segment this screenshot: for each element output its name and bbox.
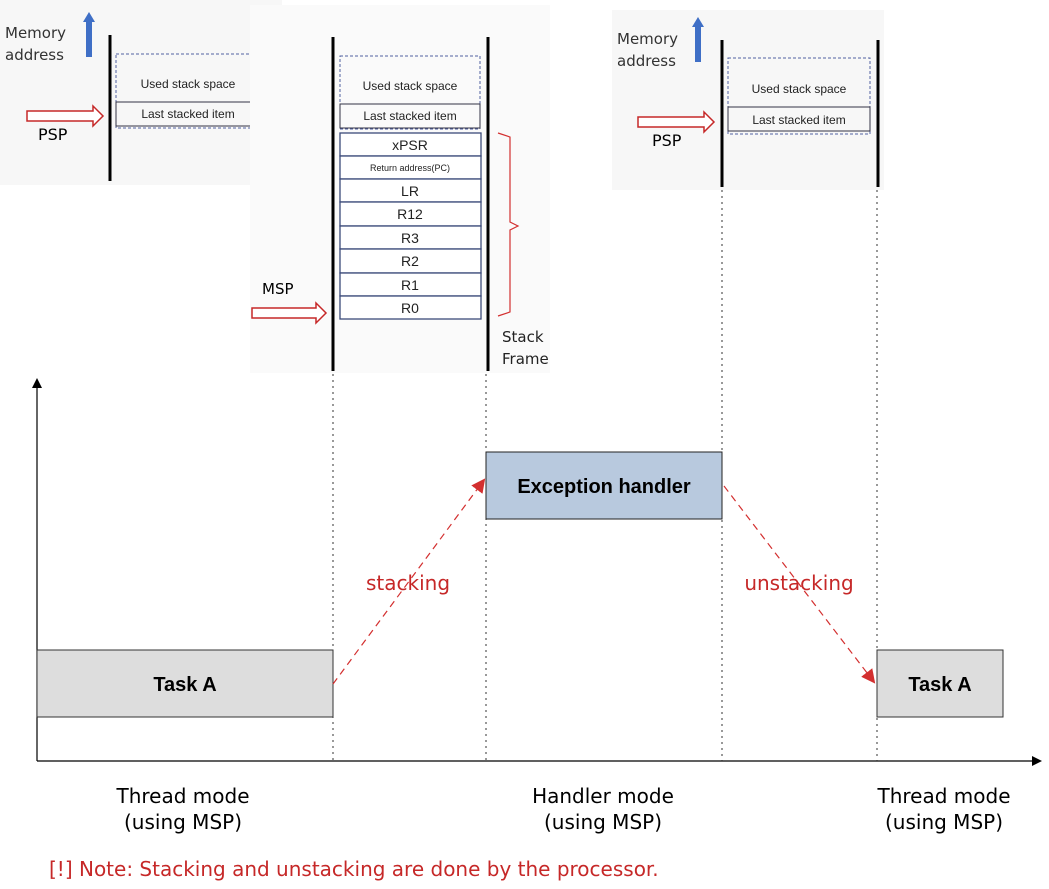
frame-cell-r3-label: R3 <box>401 230 419 246</box>
frame-cell-r0-label: R0 <box>401 300 419 316</box>
frame-cell-xpsr-label: xPSR <box>392 137 428 153</box>
unstacking-arrow <box>723 485 876 684</box>
middle-last-stacked-item-box <box>339 103 481 129</box>
timeline: Task A Exception handler Task A stacking… <box>32 190 1042 766</box>
task-a-right-box <box>876 649 1004 718</box>
stack-frame: xPSR Return address(PC) LR R12 R3 R2 R1 … <box>339 132 482 320</box>
frame-cell-r1-label: R1 <box>401 277 419 293</box>
exception-handler-box <box>485 451 723 520</box>
stack-frame-brace-icon <box>497 132 520 317</box>
left-memory-address-label-line2: address <box>5 46 64 64</box>
frame-cell-lr-label: LR <box>401 183 419 199</box>
stack-frame-label-line1: Stack <box>502 328 544 346</box>
frame-cell-r12-label: R12 <box>397 206 423 222</box>
thread-mode-left-line2: (using MSP) <box>124 810 242 834</box>
thread-mode-right-line1: Thread mode <box>876 784 1010 808</box>
frame-cell-r12 <box>339 201 482 227</box>
left-memory-up-arrow-icon <box>83 12 95 57</box>
handler-mode-line2: (using MSP) <box>544 810 662 834</box>
right-panel-background <box>612 10 884 190</box>
frame-cell-return-address-label: Return address(PC) <box>370 163 450 173</box>
mode-labels: Thread mode (using MSP) Handler mode (us… <box>115 784 1010 834</box>
left-psp-label: PSP <box>38 125 68 144</box>
processor-note: [!] Note: Stacking and unstacking are do… <box>49 857 659 881</box>
middle-msp-label: MSP <box>262 280 294 298</box>
left-last-stacked-item-label: Last stacked item <box>141 107 234 121</box>
middle-stack-panel: Used stack space Last stacked item xPSR … <box>250 5 550 373</box>
middle-used-stack-space-label: Used stack space <box>363 79 458 93</box>
task-a-left-label: Task A <box>153 674 216 696</box>
left-stack-panel: Memory address Used stack space Last sta… <box>0 0 282 185</box>
frame-cell-r0 <box>339 295 482 320</box>
stack-frame-label-line2: Frame <box>502 350 549 368</box>
left-memory-address-label-line1: Memory <box>5 24 66 42</box>
right-memory-address-label-line2: address <box>617 52 676 70</box>
right-stack-panel: Memory address Used stack space Last sta… <box>612 10 884 190</box>
left-psp-arrow-icon <box>26 104 105 128</box>
exception-handler-label: Exception handler <box>517 476 691 498</box>
middle-used-stack-space-box <box>339 55 481 130</box>
left-panel-background <box>0 0 282 185</box>
thread-mode-left-line1: Thread mode <box>115 784 249 808</box>
right-used-stack-space-label: Used stack space <box>752 82 847 96</box>
middle-msp-arrow-icon <box>251 301 328 325</box>
task-a-left-box <box>36 649 334 718</box>
right-psp-arrow-icon <box>637 110 716 134</box>
right-used-stack-space-box <box>727 57 871 135</box>
right-memory-address-label-line1: Memory <box>617 30 678 48</box>
right-psp-label: PSP <box>652 131 682 150</box>
right-last-stacked-item-label: Last stacked item <box>752 113 845 127</box>
right-memory-up-arrow-icon <box>692 17 704 62</box>
left-used-stack-space-label: Used stack space <box>141 77 236 91</box>
frame-cell-r2-label: R2 <box>401 253 419 269</box>
unstacking-label: unstacking <box>744 571 853 595</box>
right-last-stacked-item-box <box>727 106 871 132</box>
stacking-arrow <box>332 478 486 685</box>
middle-last-stacked-item-label: Last stacked item <box>363 109 456 123</box>
task-a-right-label: Task A <box>908 674 971 696</box>
stacking-label: stacking <box>366 571 450 595</box>
thread-mode-right-line2: (using MSP) <box>885 810 1003 834</box>
frame-cell-r2 <box>339 248 482 274</box>
handler-mode-line1: Handler mode <box>532 784 674 808</box>
